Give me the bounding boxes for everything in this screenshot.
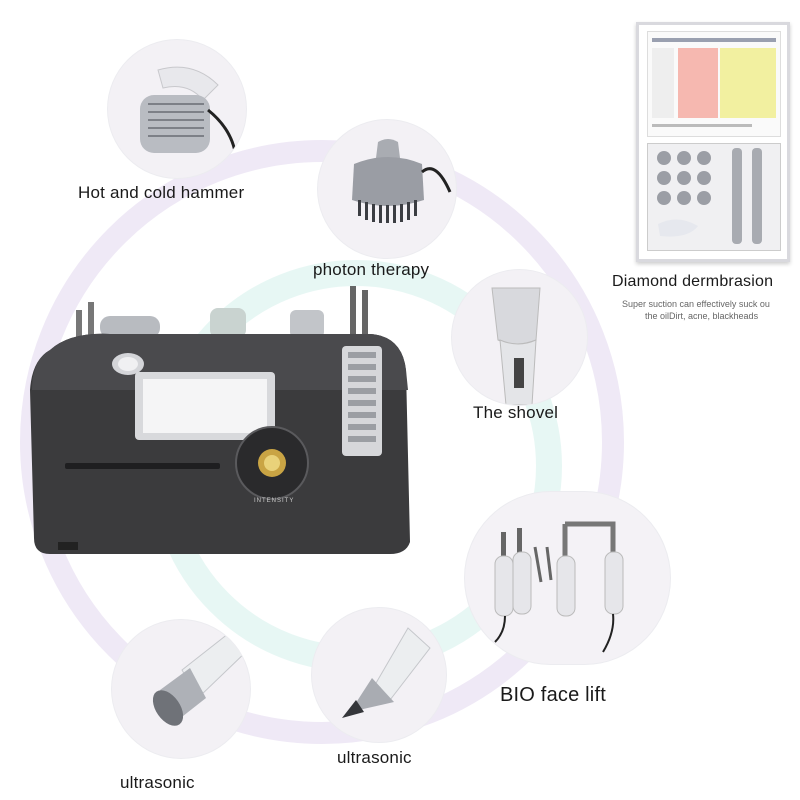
diamond-description-line2: the oilDirt, acne, blackheads	[645, 311, 759, 321]
diamond-description-line1: Super suction can effectively suck ou	[622, 299, 770, 309]
shovel-label: The shovel	[473, 403, 559, 422]
hot-cold-hammer-image	[108, 40, 246, 178]
photon-therapy-label: photon therapy	[313, 260, 430, 279]
intensity-knob-text: INTENSITY	[254, 498, 295, 504]
bio-probes-icon	[494, 521, 624, 653]
hot-cold-hammer-label: Hot and cold hammer	[78, 183, 245, 202]
shovel-image	[452, 270, 587, 405]
ultrasonic-probe-right-image	[312, 608, 446, 742]
photon-head-icon	[352, 139, 452, 223]
hammer-icon	[140, 66, 238, 159]
ultrasonic-right-label: ultrasonic	[337, 748, 412, 767]
ultrasonic-probe-left-image	[112, 620, 250, 758]
ultrasonic-flat-head-icon	[152, 625, 250, 726]
bio-face-lift-label: BIO face lift	[500, 684, 606, 706]
kit-tray	[647, 143, 781, 251]
kit-manual-sheet	[647, 31, 781, 137]
diamond-dermabrasion-label: Diamond dermbrasion	[612, 273, 774, 290]
bio-face-lift-image	[465, 492, 670, 664]
diamond-kit-box	[636, 22, 790, 262]
device-illustration	[30, 286, 410, 554]
main-device: INTENSITY	[10, 280, 430, 560]
shovel-icon	[491, 287, 541, 405]
ultrasonic-cone-icon	[342, 627, 431, 718]
photon-therapy-image	[318, 120, 456, 258]
ultrasonic-left-label: ultrasonic	[120, 773, 195, 792]
